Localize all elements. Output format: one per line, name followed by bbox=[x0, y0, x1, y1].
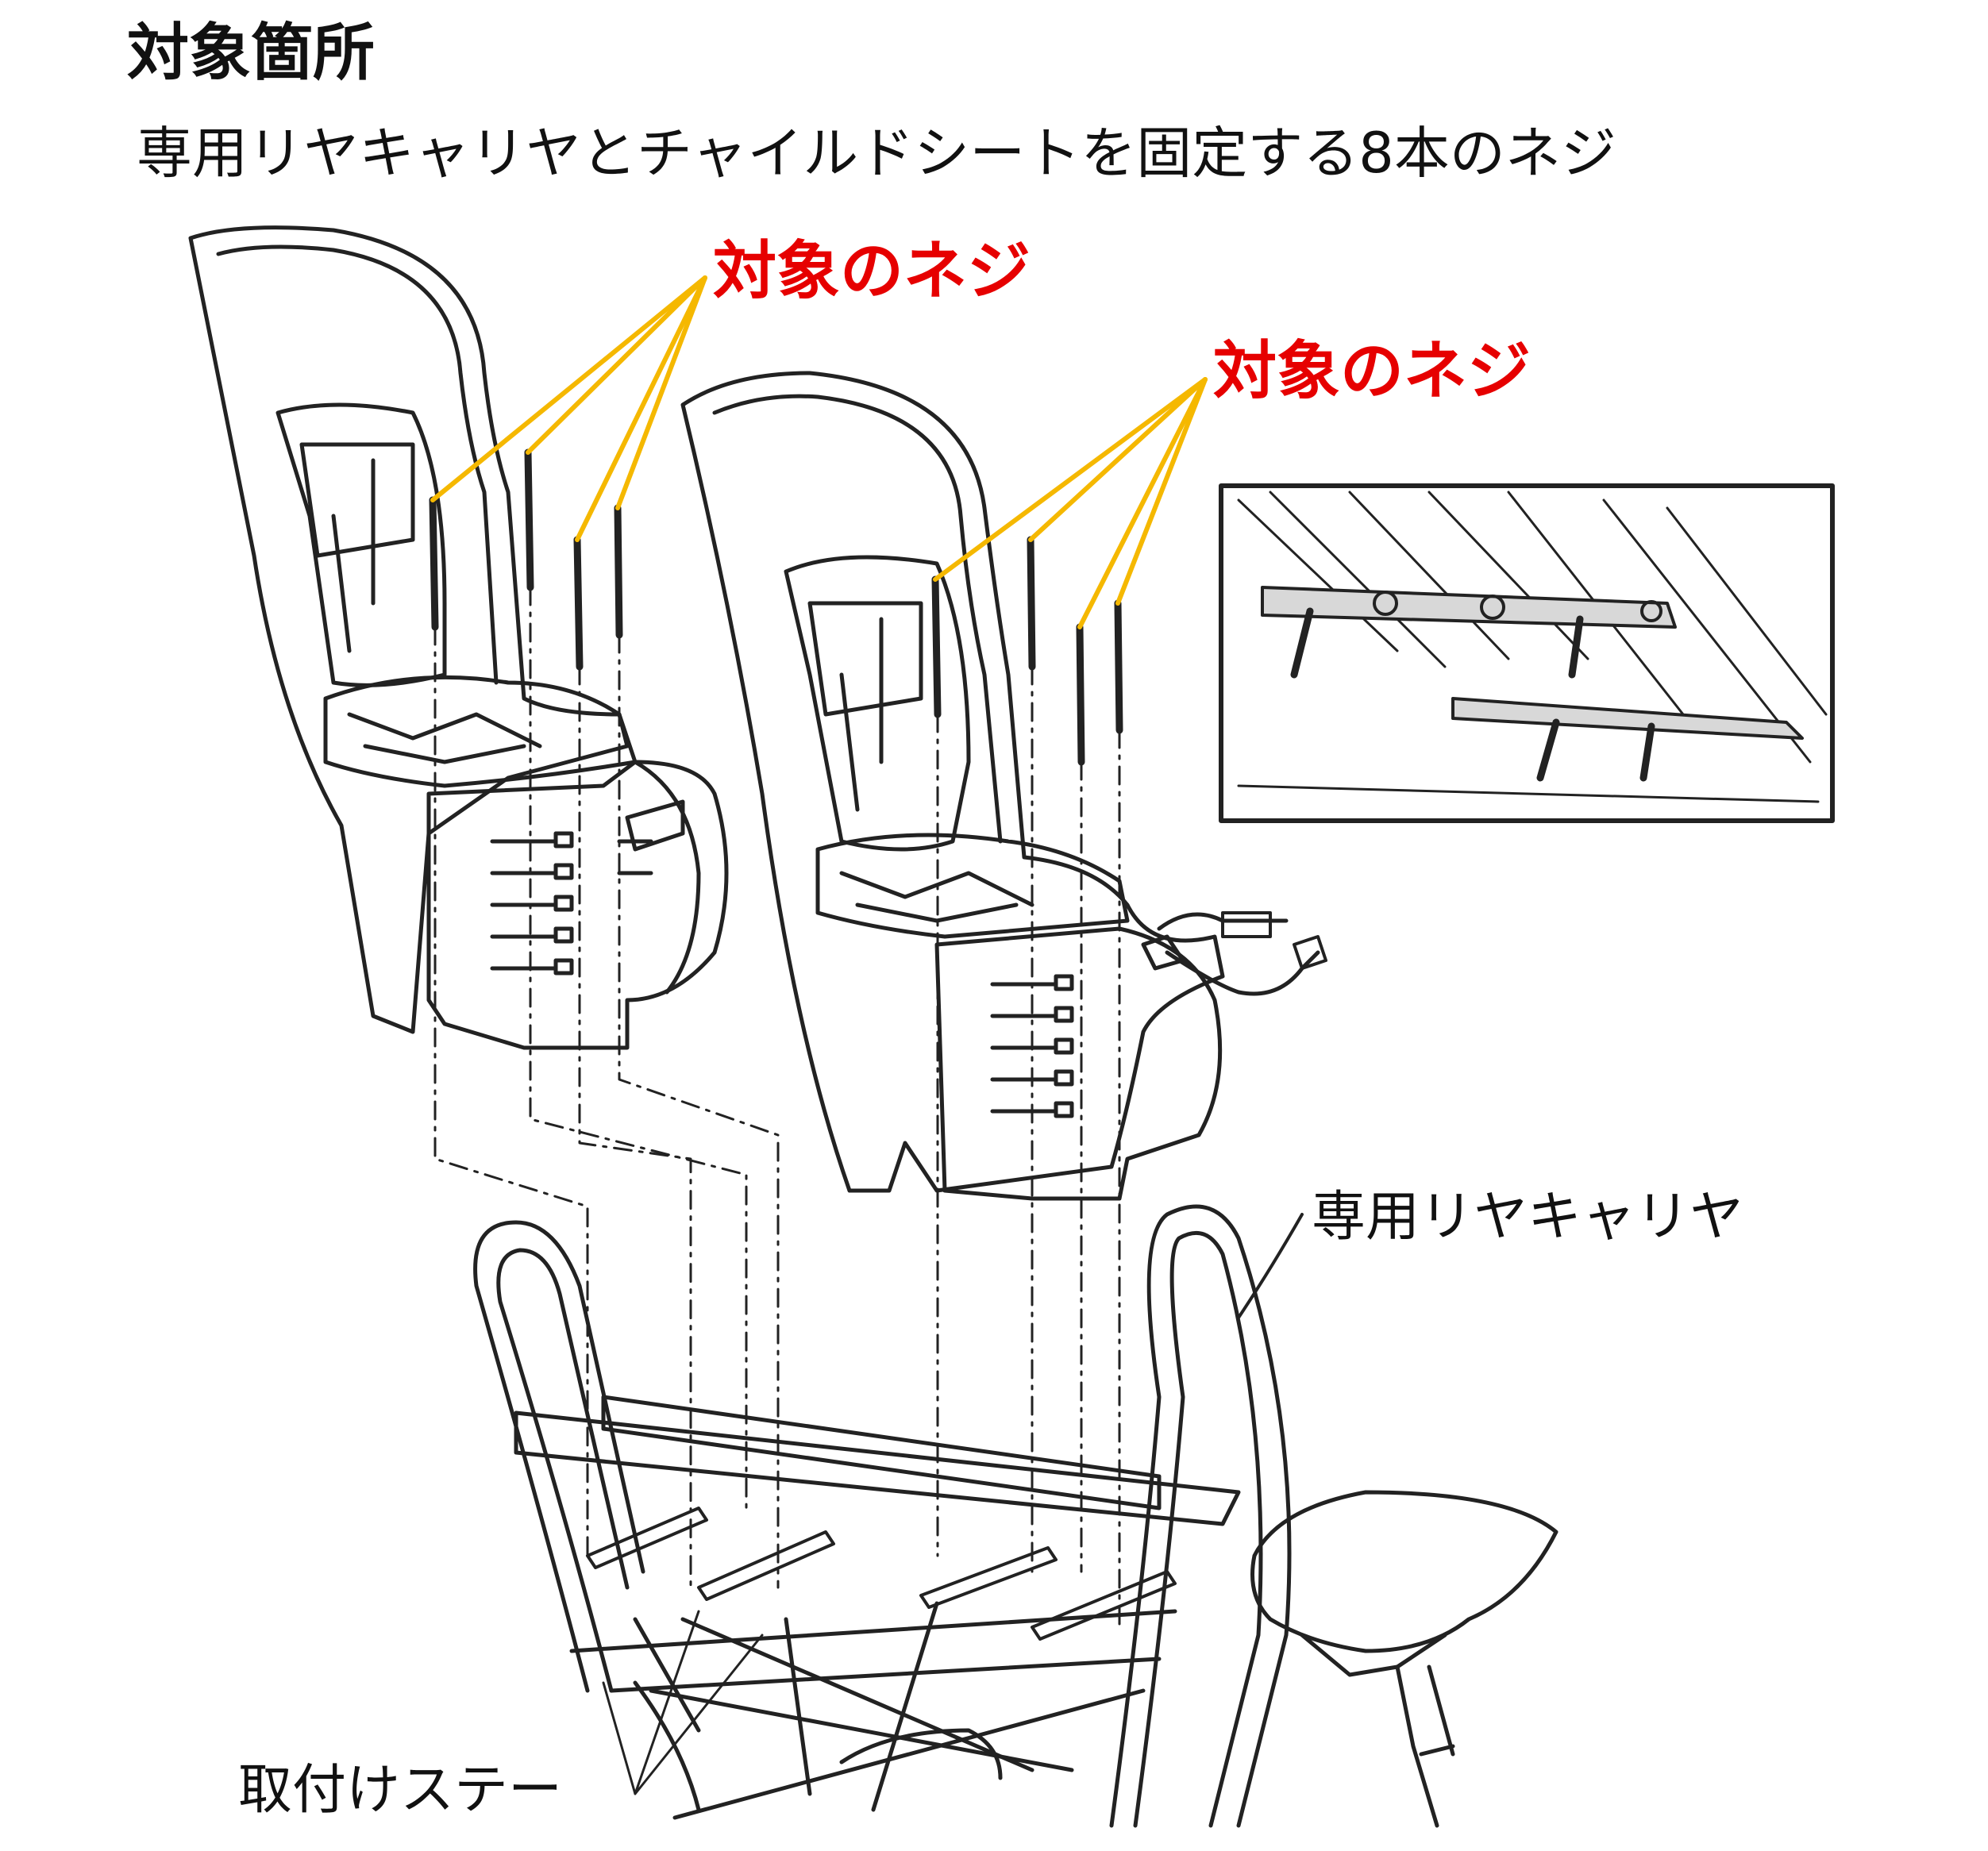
leader-b-3 bbox=[1077, 377, 1208, 629]
leader-a-1 bbox=[430, 275, 707, 502]
leader-b-2 bbox=[1028, 377, 1208, 542]
leader-lines bbox=[430, 275, 1208, 629]
child-seat-right bbox=[680, 371, 1327, 1201]
inset-detail bbox=[1219, 483, 1835, 823]
leader-b-4 bbox=[1115, 377, 1208, 606]
mounting-stay-label: 取付けステー bbox=[238, 1759, 563, 1822]
leader-a-4 bbox=[615, 275, 707, 510]
leader-b-1 bbox=[933, 377, 1208, 582]
rear-carrier bbox=[473, 1204, 1558, 1828]
heading: 対象箇所 bbox=[127, 17, 376, 89]
target-screws-callout-right: 対象のネジ bbox=[1213, 334, 1531, 408]
rear-carrier-label: 専用リヤキャリヤ bbox=[1312, 1186, 1744, 1249]
child-seat-left bbox=[188, 225, 729, 1050]
leader-a-3 bbox=[575, 275, 707, 542]
alignment-lines bbox=[433, 586, 1121, 1629]
subheading: 専用リヤキャリヤとチャイルドシートを固定する8本のネジ bbox=[137, 121, 1616, 186]
target-screws-callout-left: 対象のネジ bbox=[713, 234, 1031, 308]
leader-a-2 bbox=[526, 275, 707, 455]
